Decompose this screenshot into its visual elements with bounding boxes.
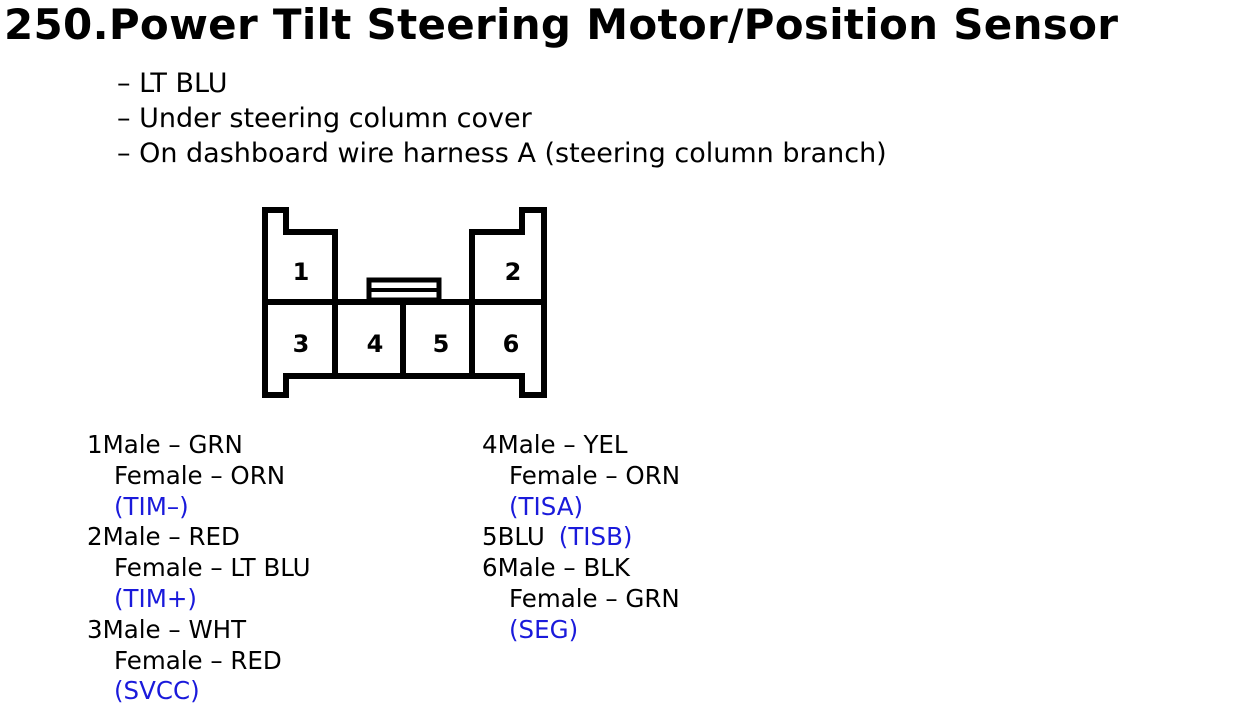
pin-label-2: 2	[505, 258, 522, 286]
note-location: – Under steering column cover	[117, 103, 532, 134]
page-title: 250.Power Tilt Steering Motor/Position S…	[4, 0, 1119, 49]
pin-label-6: 6	[503, 330, 520, 358]
pin-female-wire: Female – ORN	[114, 460, 286, 490]
pin-number: 6	[482, 553, 498, 583]
location-notes: – LT BLU – Under steering column cover –…	[117, 66, 887, 171]
pin-entry-1: 1Male – GRN Female – ORN (TIM–)	[87, 430, 311, 522]
pin-signal: (TISB)	[558, 522, 633, 552]
pin-number: 4	[482, 430, 498, 459]
pin-female-wire: Female – LT BLU	[114, 553, 311, 583]
pin-signal: (SEG)	[509, 614, 579, 644]
pin-entry-2: 2Male – RED Female – LT BLU (TIM+)	[87, 522, 311, 614]
pin-label-1: 1	[293, 258, 310, 286]
pin-entry-6: 6Male – BLK Female – GRN (SEG)	[482, 553, 680, 645]
connector-housing	[262, 207, 547, 398]
pin-female-wire: Female – GRN	[509, 583, 680, 613]
pin-label-4: 4	[367, 330, 384, 358]
pin-male-wire: Male – GRN	[102, 430, 243, 459]
pin-male-wire: Male – YEL	[497, 430, 628, 459]
connector-diagram: 1 2 3 4 5 6	[262, 207, 547, 398]
pin-signal: (SVCC)	[114, 676, 200, 706]
note-harness: – On dashboard wire harness A (steering …	[117, 138, 887, 169]
pin-signal: (TIM–)	[114, 491, 189, 521]
pin-entry-3: 3Male – WHT Female – RED (SVCC)	[87, 615, 311, 707]
pin-list-left: 1Male – GRN Female – ORN (TIM–) 2Male – …	[87, 430, 311, 707]
note-connector-color: – LT BLU	[117, 68, 228, 99]
pin-wire: BLU	[497, 522, 545, 552]
pin-label-5: 5	[433, 330, 450, 358]
pin-signal: (TIM+)	[114, 583, 197, 613]
pin-female-wire: Female – ORN	[509, 460, 681, 490]
pin-male-wire: Male – BLK	[497, 553, 630, 583]
pin-signal: (TISA)	[509, 491, 584, 521]
pin-entry-5: 5BLU (TISB)	[482, 522, 680, 553]
pin-number: 3	[87, 614, 103, 644]
pin-number: 5	[482, 522, 498, 552]
pin-entry-4: 4Male – YEL Female – ORN (TISA)	[482, 430, 680, 522]
pin-list-right: 4Male – YEL Female – ORN (TISA) 5BLU(TIS…	[482, 430, 680, 646]
pin-male-wire: Male – RED	[102, 522, 240, 552]
pin-male-wire: Male – WHT	[102, 614, 247, 644]
pin-label-3: 3	[293, 330, 310, 358]
pin-female-wire: Female – RED	[114, 645, 282, 675]
pin-number: 1	[87, 430, 103, 459]
pin-number: 2	[87, 522, 103, 552]
